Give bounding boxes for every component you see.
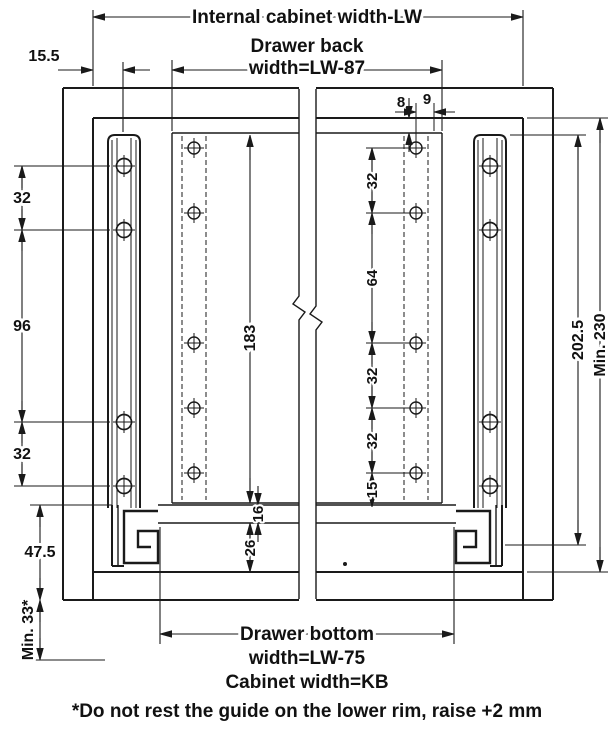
min-clearance-label: Min. 33*: [20, 599, 37, 660]
dim-drawer-back-width: Drawer back width=LW-87: [171, 33, 443, 131]
internal-cabinet-width-label: Internal cabinet width-LW: [192, 7, 422, 28]
drawer-back-label-line2: width=LW-87: [248, 58, 365, 79]
dim-offset-15-5: 15.5: [25, 45, 150, 132]
dim-min-clearance-33: Min. 33*: [17, 596, 105, 663]
right-front-bracket: [454, 503, 504, 568]
fastener-dot: [343, 562, 347, 566]
drawer-bottom-label-line2: width=LW-75: [248, 648, 366, 669]
hole-chain-label-4: 15: [364, 482, 381, 499]
hole-chain-label-0: 32: [364, 173, 381, 190]
back-height-label: 183: [242, 325, 259, 352]
dim-drawer-bottom-width: Drawer bottom width=LW-75 Cabinet width=…: [159, 527, 455, 696]
bottom-height-label: 26: [242, 540, 259, 557]
left-front-bracket: [110, 503, 160, 568]
left-spacing-bottom-label: 32: [13, 446, 31, 463]
dim-front-offset-47-5: 47.5: [21, 504, 112, 600]
dim-bottom-height-26: 26: [240, 523, 261, 572]
dim-internal-cabinet-width: Internal cabinet width-LW: [92, 4, 524, 86]
dim-hole-top-offset-8: 8: [395, 92, 409, 152]
dim-min-internal-height-230: Min. 230: [527, 117, 612, 573]
footnote: *Do not rest the guide on the lower rim,…: [72, 701, 542, 722]
left-spacing-middle-label: 96: [13, 318, 31, 335]
right-drawer-runner: [474, 135, 506, 508]
left-drawer-runner: [108, 135, 140, 508]
drawer-bottom-label-line1: Drawer bottom: [240, 624, 374, 645]
rail-height-label: 202.5: [570, 320, 587, 360]
hole-chain-label-1: 64: [364, 269, 381, 286]
dim-back-height-183: 183: [239, 135, 262, 503]
hole-top-offset-label: 8: [397, 94, 405, 111]
dim-hole-chain: 32 64 32 32 15: [362, 147, 407, 507]
cabinet-width-label: Cabinet width=KB: [225, 672, 388, 693]
hole-chain-label-2: 32: [364, 368, 381, 385]
dim-left-screw-chain: 32 96 32: [10, 165, 110, 487]
min-internal-height-label: Min. 230: [592, 313, 609, 376]
drawer-bottom-panel: [158, 504, 456, 566]
offset-15-5-label: 15.5: [28, 48, 59, 65]
cabinet-frame: [62, 87, 554, 601]
dim-rail-height-202-5: 202.5: [505, 134, 590, 546]
drawer-back-label-line1: Drawer back: [250, 36, 363, 57]
left-spacing-top-label: 32: [13, 190, 31, 207]
hole-chain-label-3: 32: [364, 433, 381, 450]
break-lines: [291, 89, 324, 599]
dim-bottom-inset-16: 16: [248, 486, 269, 542]
dim-hole-side-offset-9: 9: [395, 89, 455, 144]
hole-side-offset-label: 9: [423, 91, 431, 108]
drawer-back-panel: [171, 132, 443, 504]
front-offset-label: 47.5: [24, 544, 55, 561]
bottom-inset-label: 16: [250, 506, 267, 523]
